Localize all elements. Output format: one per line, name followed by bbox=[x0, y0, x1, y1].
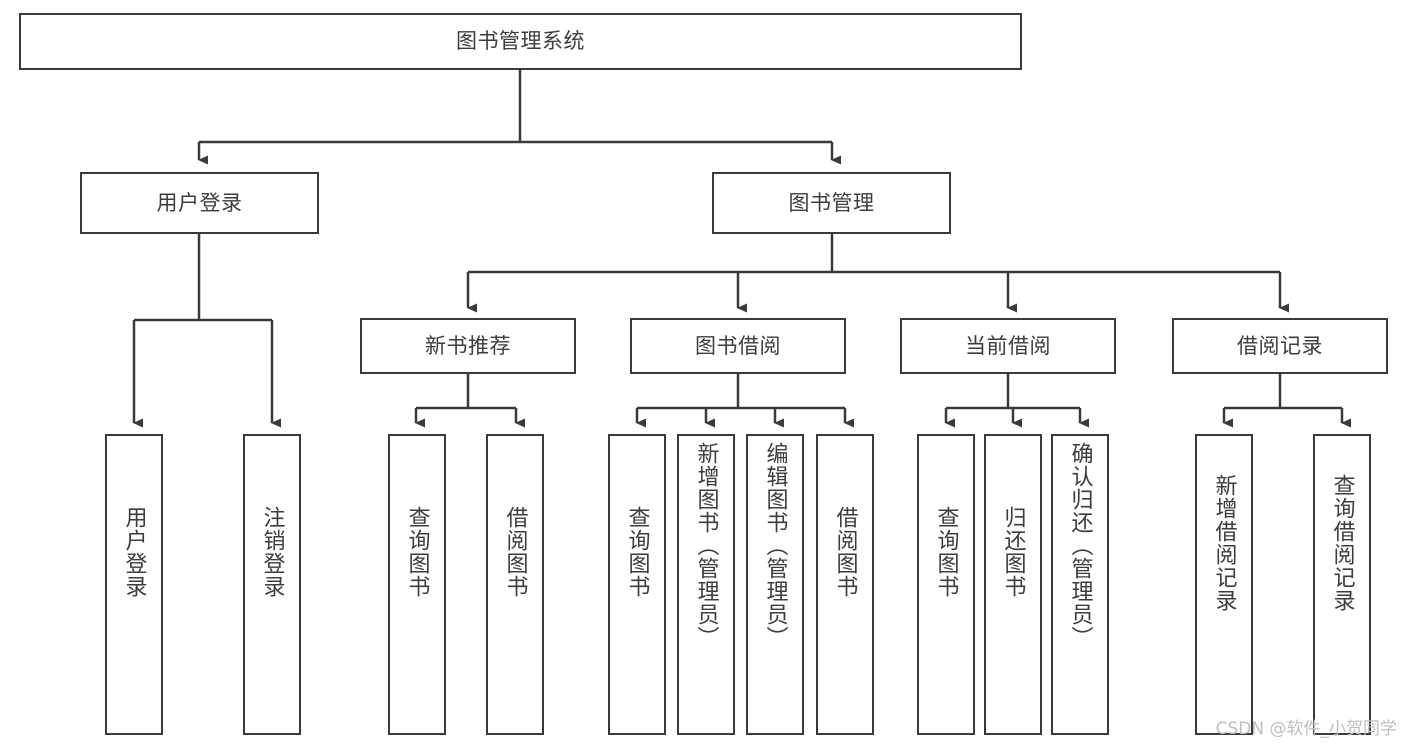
node-leaf-add-record-label: 新增借阅记录 bbox=[1211, 474, 1237, 612]
node-root-label: 图书管理系统 bbox=[456, 29, 585, 54]
node-borrow-record[interactable]: 借阅记录 bbox=[1172, 318, 1388, 374]
node-leaf-logout-label: 注销登录 bbox=[259, 506, 285, 598]
node-leaf-query-book-3-label: 查询图书 bbox=[933, 506, 959, 598]
node-leaf-query-book-2-label: 查询图书 bbox=[624, 506, 650, 598]
node-leaf-query-book-3[interactable]: 查询图书 bbox=[917, 434, 975, 735]
node-leaf-query-record[interactable]: 查询借阅记录 bbox=[1313, 434, 1371, 735]
node-root[interactable]: 图书管理系统 bbox=[19, 13, 1022, 70]
node-leaf-query-record-label: 查询借阅记录 bbox=[1329, 474, 1355, 612]
watermark-text: CSDN @软件_小贺同学 bbox=[1215, 719, 1397, 739]
node-leaf-borrow-book-2-label: 借阅图书 bbox=[832, 506, 858, 598]
node-leaf-add-book[interactable]: 新增图书（管理员） bbox=[677, 434, 735, 735]
node-leaf-confirm-return-label: 确认归还（管理员） bbox=[1067, 442, 1093, 649]
node-user-login[interactable]: 用户登录 bbox=[80, 172, 319, 234]
node-leaf-borrow-book-1[interactable]: 借阅图书 bbox=[486, 434, 544, 735]
node-user-login-label: 用户登录 bbox=[156, 190, 243, 215]
node-book-borrow-label: 图书借阅 bbox=[695, 333, 781, 358]
node-leaf-query-book-2[interactable]: 查询图书 bbox=[608, 434, 666, 735]
node-leaf-borrow-book-2[interactable]: 借阅图书 bbox=[816, 434, 874, 735]
node-leaf-add-record[interactable]: 新增借阅记录 bbox=[1195, 434, 1253, 735]
node-book-manage[interactable]: 图书管理 bbox=[712, 172, 951, 234]
node-new-book-recommend[interactable]: 新书推荐 bbox=[360, 318, 576, 374]
node-leaf-return-book-label: 归还图书 bbox=[1000, 506, 1026, 598]
node-leaf-user-login-label: 用户登录 bbox=[121, 506, 147, 598]
node-new-book-recommend-label: 新书推荐 bbox=[425, 333, 511, 358]
node-leaf-borrow-book-1-label: 借阅图书 bbox=[502, 506, 528, 598]
node-book-manage-label: 图书管理 bbox=[788, 190, 875, 215]
node-leaf-confirm-return[interactable]: 确认归还（管理员） bbox=[1051, 434, 1109, 735]
node-leaf-logout[interactable]: 注销登录 bbox=[243, 434, 301, 735]
node-leaf-user-login[interactable]: 用户登录 bbox=[105, 434, 163, 735]
node-leaf-edit-book-label: 编辑图书（管理员） bbox=[762, 442, 788, 649]
node-leaf-query-book-1-label: 查询图书 bbox=[404, 506, 430, 598]
node-current-borrow-label: 当前借阅 bbox=[965, 333, 1051, 358]
node-leaf-edit-book[interactable]: 编辑图书（管理员） bbox=[746, 434, 804, 735]
node-leaf-add-book-label: 新增图书（管理员） bbox=[693, 442, 719, 649]
node-current-borrow[interactable]: 当前借阅 bbox=[900, 318, 1116, 374]
node-leaf-return-book[interactable]: 归还图书 bbox=[984, 434, 1042, 735]
node-book-borrow[interactable]: 图书借阅 bbox=[630, 318, 846, 374]
node-leaf-query-book-1[interactable]: 查询图书 bbox=[388, 434, 446, 735]
node-borrow-record-label: 借阅记录 bbox=[1237, 333, 1323, 358]
